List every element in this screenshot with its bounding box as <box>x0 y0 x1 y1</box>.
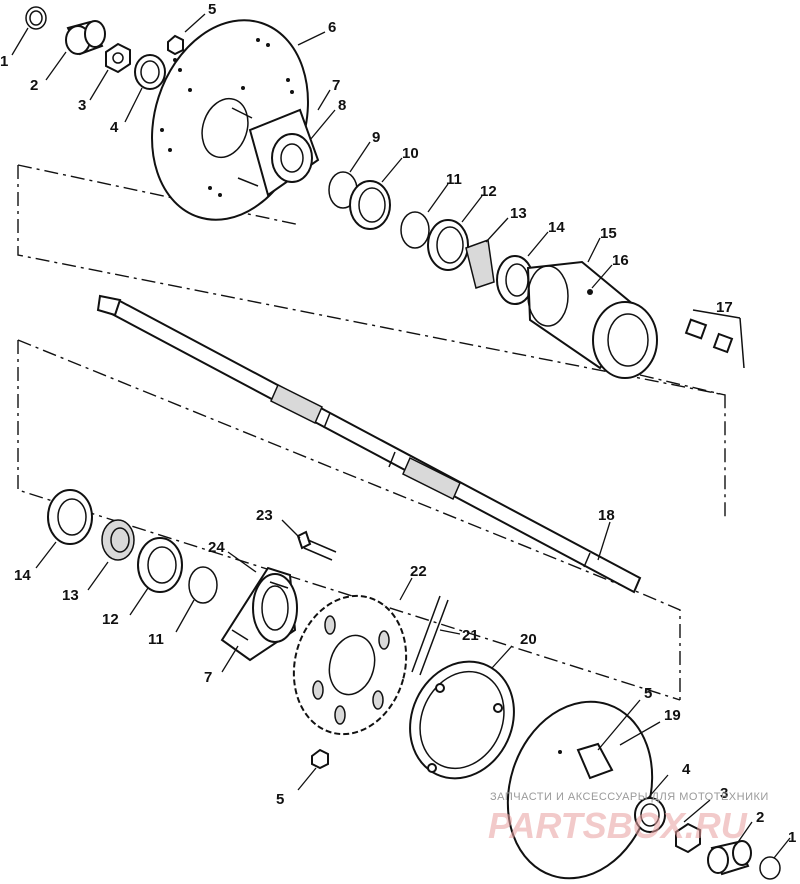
label-20: 20 <box>520 631 537 648</box>
label-6: 6 <box>328 19 336 36</box>
bearing-housing <box>526 260 658 379</box>
label-13-lower: 13 <box>62 587 79 604</box>
nut-small-lower <box>311 748 329 770</box>
sprocket-hub <box>220 566 298 662</box>
sprocket <box>292 594 408 736</box>
label-13-upper: 13 <box>510 205 527 222</box>
label-4-upper: 4 <box>110 119 119 136</box>
label-2-upper: 2 <box>30 77 38 94</box>
nut-small-upper <box>167 34 184 56</box>
label-14-upper: 14 <box>548 219 565 236</box>
label-24: 24 <box>208 539 225 556</box>
axle-shaft <box>96 294 642 594</box>
clamp-17 <box>684 309 745 369</box>
part-labels: 1 2 3 4 5 6 7 8 9 10 11 12 13 14 15 16 1… <box>0 1 796 846</box>
spacer-lower <box>707 840 752 876</box>
label-17: 17 <box>716 299 733 316</box>
label-18: 18 <box>598 507 615 524</box>
label-11-upper: 11 <box>446 171 462 188</box>
guard-ring-20 <box>409 660 515 780</box>
nut-lower <box>675 822 701 854</box>
snap-ring-lower <box>759 856 781 880</box>
assembly-boundary-upper <box>17 164 726 520</box>
roller-bearing-13-lower <box>101 519 135 561</box>
label-5-lower-right: 5 <box>644 685 652 702</box>
label-23: 23 <box>256 507 273 524</box>
label-1-lower: 1 <box>788 829 796 846</box>
watermark-logo: PARTSBOX.RU <box>488 805 748 846</box>
assembly-boundary-lower <box>17 339 681 701</box>
bearing-cup-12-lower <box>137 537 183 593</box>
brake-disc-lower <box>506 700 654 880</box>
label-21: 21 <box>462 627 479 644</box>
roller-bearing-13-upper <box>465 238 495 289</box>
label-19: 19 <box>664 707 681 724</box>
hub-upper <box>231 107 320 197</box>
bolt-23 <box>296 530 337 561</box>
label-12-upper: 12 <box>480 183 497 200</box>
washer-lower <box>634 797 666 833</box>
label-9: 9 <box>372 129 380 146</box>
snap-ring-upper <box>25 6 47 30</box>
leader-lines <box>11 13 791 859</box>
watermark: ЗАПЧАСТИ И АКСЕССУАРЫ ДЛЯ МОТОТЕХНИКИ PA… <box>488 791 769 846</box>
label-12-lower: 12 <box>102 611 119 628</box>
label-8: 8 <box>338 97 346 114</box>
label-5-lower-left: 5 <box>276 791 284 808</box>
ring-11-upper <box>400 211 430 249</box>
label-16: 16 <box>612 252 629 269</box>
nut-upper <box>105 42 131 74</box>
label-5-upper: 5 <box>208 1 216 18</box>
label-15: 15 <box>600 225 617 242</box>
spacer-upper <box>65 20 106 56</box>
label-3-upper: 3 <box>78 97 86 114</box>
bearing-race-10 <box>349 180 391 230</box>
washer-upper <box>134 54 166 90</box>
label-11-lower: 11 <box>148 631 164 648</box>
label-3-lower: 3 <box>720 785 728 802</box>
label-4-lower: 4 <box>682 761 691 778</box>
ring-11-lower <box>188 566 218 604</box>
label-10: 10 <box>402 145 419 162</box>
label-7-upper: 7 <box>332 77 340 94</box>
label-7-lower: 7 <box>204 669 212 686</box>
chain-21 <box>411 595 449 676</box>
label-1-upper: 1 <box>0 53 8 70</box>
label-14-lower: 14 <box>14 567 31 584</box>
watermark-caption: ЗАПЧАСТИ И АКСЕССУАРЫ ДЛЯ МОТОТЕХНИКИ <box>490 791 769 803</box>
label-2-lower: 2 <box>756 809 764 826</box>
label-22: 22 <box>410 563 427 580</box>
race-14-upper <box>496 255 534 305</box>
bearing-cup-12-upper <box>427 219 469 271</box>
race-14-lower <box>47 489 93 545</box>
